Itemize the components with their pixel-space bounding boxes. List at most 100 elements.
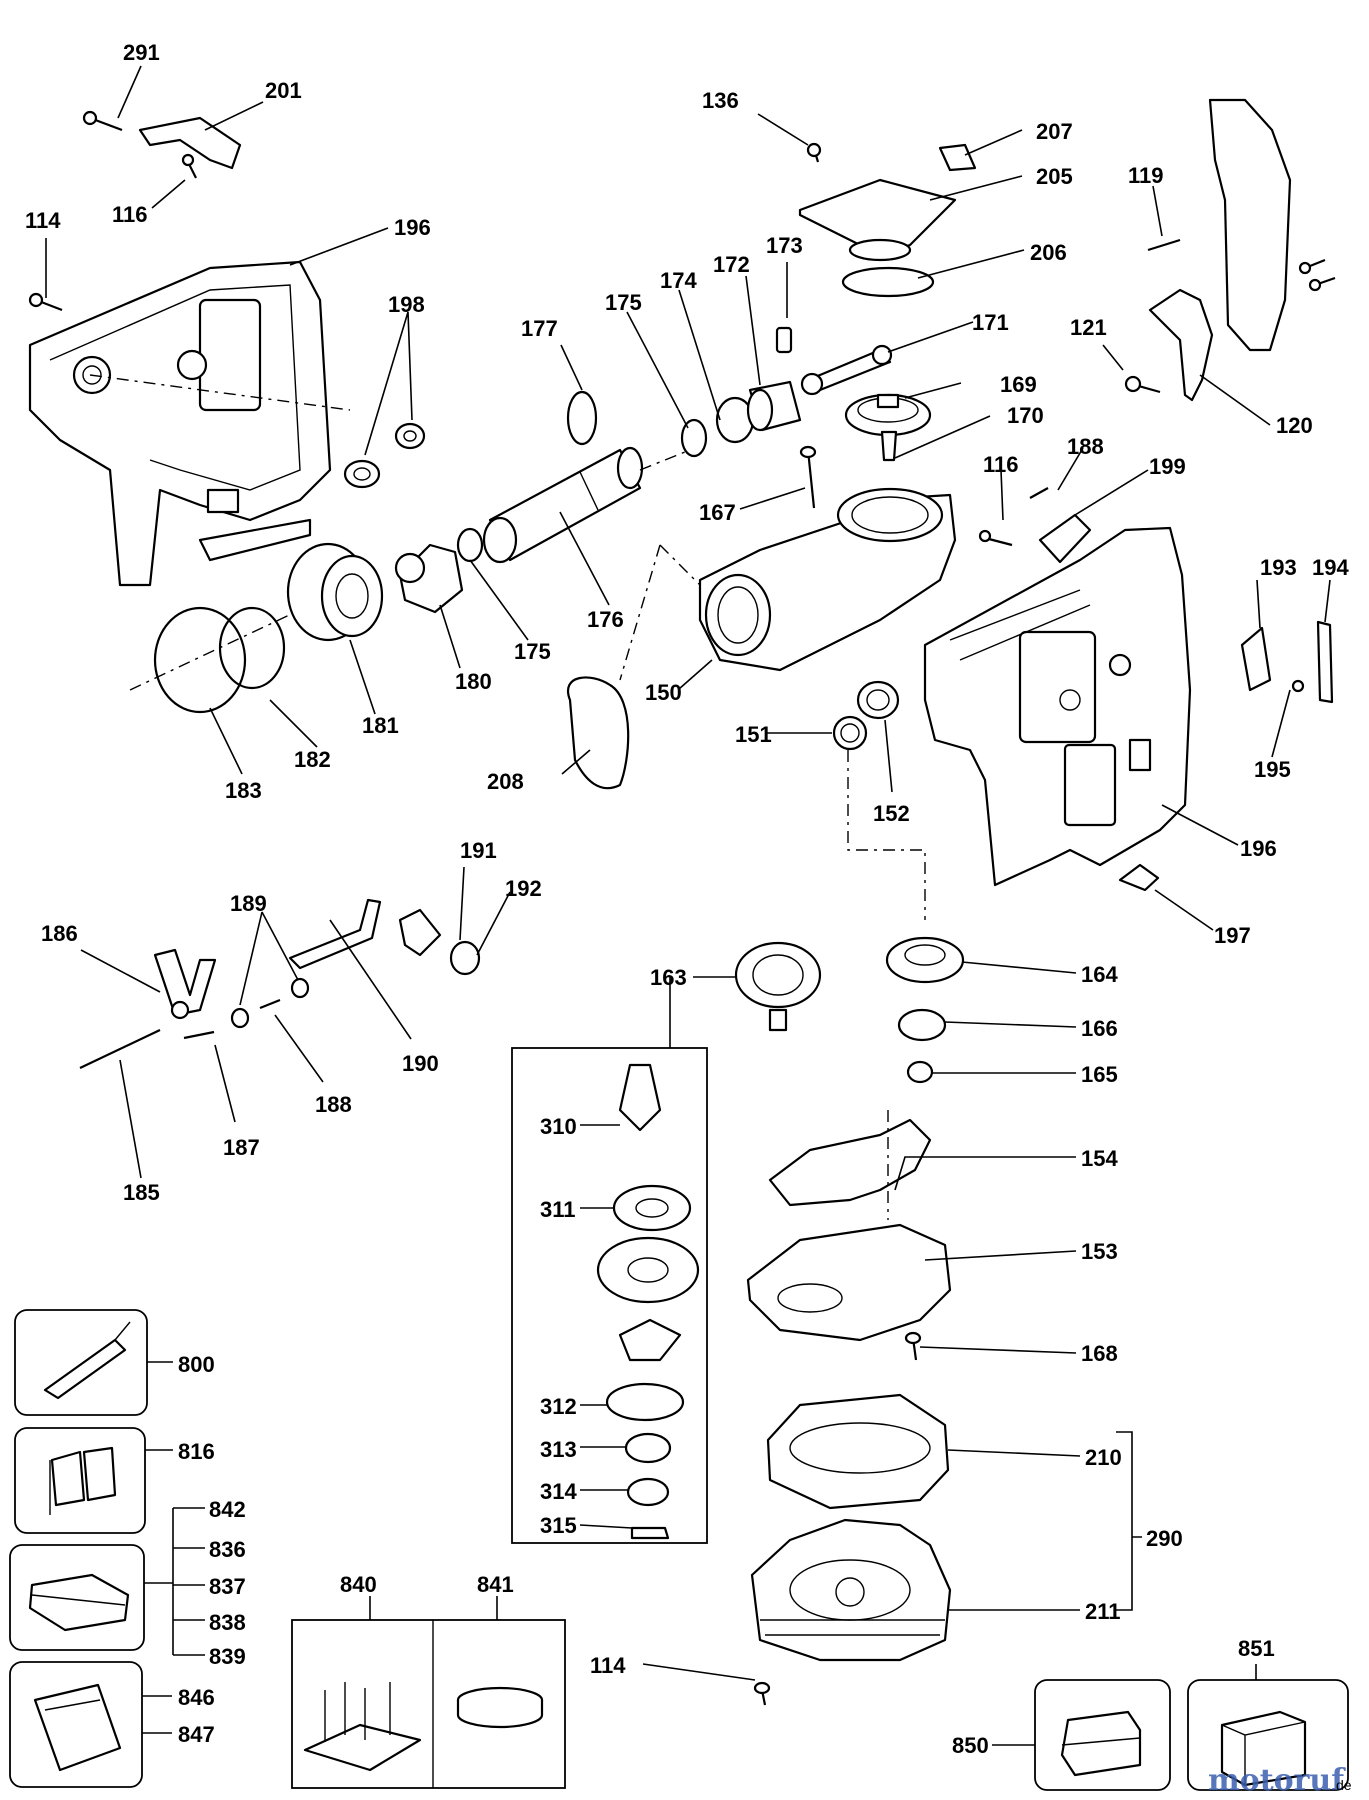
callout-168: 168 bbox=[1081, 1341, 1118, 1366]
selector-parts-part bbox=[79, 898, 481, 1069]
callout-847: 847 bbox=[178, 1722, 215, 1747]
callout-201: 201 bbox=[265, 78, 302, 103]
clip-201-part bbox=[82, 110, 242, 179]
callout-164: 164 bbox=[1081, 962, 1118, 987]
callout-114: 114 bbox=[25, 208, 61, 233]
piston-172-part bbox=[680, 380, 802, 458]
leader-lines bbox=[45, 65, 1331, 1746]
callout-120: 120 bbox=[1276, 413, 1313, 438]
callout-183: 183 bbox=[225, 778, 262, 803]
callout-171: 171 bbox=[972, 310, 1009, 335]
callout-198: 198 bbox=[388, 292, 425, 317]
accessory-box-800 bbox=[14, 1309, 148, 1416]
rings-183-182-part bbox=[129, 606, 301, 714]
screw-114-part bbox=[28, 292, 63, 312]
seal-198-part bbox=[343, 422, 426, 489]
accessory-box-816 bbox=[14, 1427, 146, 1534]
callout-208: 208 bbox=[487, 769, 524, 794]
callout-186: 186 bbox=[41, 921, 78, 946]
callout-169: 169 bbox=[1000, 372, 1037, 397]
gasket-208-part bbox=[566, 676, 630, 790]
callout-816: 816 bbox=[178, 1439, 215, 1464]
callout-840: 840 bbox=[340, 1572, 377, 1597]
pin-173-part bbox=[775, 326, 793, 354]
callout-163: 163 bbox=[650, 965, 687, 990]
callout-121: 121 bbox=[1070, 315, 1107, 340]
callout-199: 199 bbox=[1149, 454, 1186, 479]
callout-166: 166 bbox=[1081, 1016, 1118, 1041]
callout-195: 195 bbox=[1254, 757, 1291, 782]
callout-205: 205 bbox=[1036, 164, 1073, 189]
con-rod-171-part bbox=[800, 344, 893, 396]
callout-189: 189 bbox=[230, 891, 267, 916]
callout-116b: 116 bbox=[983, 452, 1019, 477]
callout-846: 846 bbox=[178, 1685, 215, 1710]
switch-193-194-part bbox=[1240, 620, 1334, 704]
callout-836: 836 bbox=[209, 1537, 246, 1562]
bearing-151-152-part bbox=[832, 680, 926, 920]
callout-207: 207 bbox=[1036, 119, 1073, 144]
callout-173: 173 bbox=[766, 233, 803, 258]
callout-187: 187 bbox=[223, 1135, 260, 1160]
callout-190: 190 bbox=[402, 1051, 439, 1076]
callout-116: 116 bbox=[112, 202, 148, 227]
callout-188: 188 bbox=[1067, 434, 1104, 459]
left-housing-part bbox=[28, 260, 351, 587]
callout-313: 313 bbox=[540, 1437, 577, 1462]
switch-199-part bbox=[978, 487, 1092, 564]
callout-119: 119 bbox=[1128, 163, 1164, 188]
callout-151: 151 bbox=[735, 722, 772, 747]
callout-188b: 188 bbox=[315, 1092, 352, 1117]
case-850 bbox=[1034, 1679, 1171, 1791]
callout-175b: 175 bbox=[514, 639, 551, 664]
callout-314: 314 bbox=[540, 1479, 577, 1504]
callout-194: 194 bbox=[1312, 555, 1349, 580]
callout-181: 181 bbox=[362, 713, 399, 738]
screw-167-part bbox=[799, 445, 817, 509]
ring-177-part bbox=[566, 390, 598, 446]
callout-191: 191 bbox=[460, 838, 497, 863]
right-housing-part bbox=[923, 526, 1192, 887]
callout-196: 196 bbox=[394, 215, 431, 240]
callout-192: 192 bbox=[505, 876, 542, 901]
callout-837: 837 bbox=[209, 1574, 246, 1599]
callout-153: 153 bbox=[1081, 1239, 1118, 1264]
callout-180: 180 bbox=[455, 669, 492, 694]
watermark-text: motoruf bbox=[1208, 1763, 1346, 1798]
motor-housing-part bbox=[750, 1393, 952, 1706]
callout-311: 311 bbox=[540, 1197, 576, 1222]
callout-175: 175 bbox=[605, 290, 642, 315]
callout-174: 174 bbox=[660, 268, 697, 293]
callout-172: 172 bbox=[713, 252, 750, 277]
callout-842: 842 bbox=[209, 1497, 246, 1522]
watermark-mark: de bbox=[1336, 1777, 1352, 1793]
callout-176: 176 bbox=[587, 607, 624, 632]
sleeve-180-part bbox=[394, 527, 484, 614]
callout-290: 290 bbox=[1146, 1526, 1183, 1551]
callout-170: 170 bbox=[1007, 403, 1044, 428]
tube-176-part bbox=[482, 446, 691, 564]
callout-850: 850 bbox=[952, 1733, 989, 1758]
callout-185: 185 bbox=[123, 1180, 160, 1205]
gear-housing-150-part bbox=[619, 487, 957, 681]
gearbox-parts-part bbox=[746, 936, 965, 1361]
callout-315: 315 bbox=[540, 1513, 577, 1538]
callout-197: 197 bbox=[1214, 923, 1251, 948]
cover-205-part bbox=[798, 142, 977, 298]
accessory-box-846-847 bbox=[9, 1661, 143, 1788]
callout-211: 211 bbox=[1085, 1599, 1121, 1624]
callout-210: 210 bbox=[1085, 1445, 1122, 1470]
callout-196b: 196 bbox=[1240, 836, 1277, 861]
parts-group-163 bbox=[511, 941, 822, 1544]
box-851 bbox=[1187, 1679, 1349, 1791]
callout-177: 177 bbox=[521, 316, 558, 341]
callout-labels: 291 201 116 114 196 198 136 207 205 206 … bbox=[25, 40, 1349, 1758]
callout-838: 838 bbox=[209, 1610, 246, 1635]
callout-291: 291 bbox=[123, 40, 160, 65]
gear-ring-181-part bbox=[286, 542, 384, 642]
callout-312: 312 bbox=[540, 1394, 577, 1419]
callout-841: 841 bbox=[477, 1572, 514, 1597]
part-197 bbox=[1118, 863, 1160, 892]
callout-310: 310 bbox=[540, 1114, 577, 1139]
